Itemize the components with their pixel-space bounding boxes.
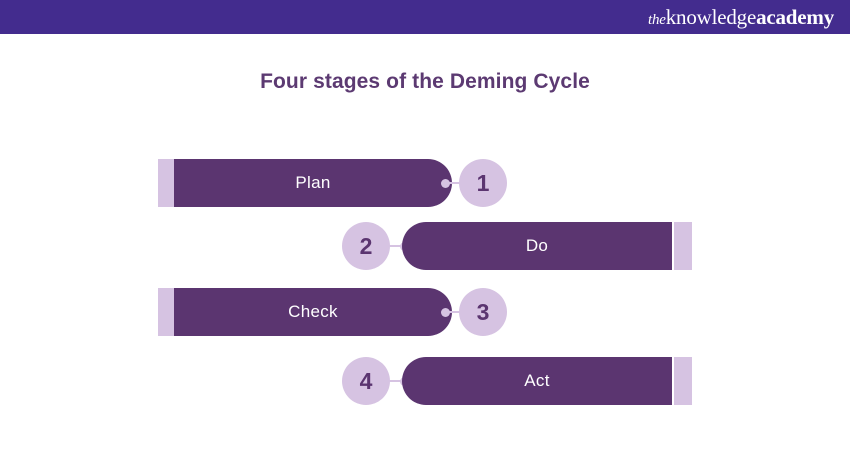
stage-connector-plan xyxy=(449,182,461,184)
stage-dot-plan xyxy=(441,179,450,188)
stage-cap-check xyxy=(158,288,176,336)
header-bar: theknowledgeacademy xyxy=(0,0,850,34)
logo-academy-text: academy xyxy=(756,4,834,29)
stage-number-text-3: 3 xyxy=(476,298,490,325)
stage-cap-act xyxy=(674,357,692,405)
stage-number-circle-4[interactable]: 4 xyxy=(342,357,390,405)
stage-bar-check[interactable]: Check xyxy=(174,288,452,336)
stage-dot-check xyxy=(441,308,450,317)
stage-label-do: Do xyxy=(525,236,549,255)
stage-bar-do[interactable]: Do xyxy=(402,222,672,270)
stage-row-check: Check 3 xyxy=(0,288,850,336)
stage-number-text-1: 1 xyxy=(476,169,490,196)
stage-number-circle-2[interactable]: 2 xyxy=(342,222,390,270)
stage-number-text-4: 4 xyxy=(359,367,373,394)
stage-row-act: 4 Act xyxy=(0,357,850,405)
stage-bar-plan[interactable]: Plan xyxy=(174,159,452,207)
stage-cap-do xyxy=(674,222,692,270)
stage-bar-act[interactable]: Act xyxy=(402,357,672,405)
theknowledgeacademy-logo: theknowledgeacademy xyxy=(648,4,834,29)
stage-connector-do xyxy=(389,245,402,247)
stage-connector-act xyxy=(389,380,402,382)
page-title: Four stages of the Deming Cycle xyxy=(260,70,590,93)
stage-cap-plan xyxy=(158,159,176,207)
logo-knowledge-text: knowledge xyxy=(665,4,757,29)
logo-the-text: the xyxy=(648,11,666,28)
stage-label-plan: Plan xyxy=(295,173,331,192)
stage-number-circle-3[interactable]: 3 xyxy=(459,288,507,336)
stage-label-check: Check xyxy=(288,302,338,321)
stage-number-circle-1[interactable]: 1 xyxy=(459,159,507,207)
stage-number-text-2: 2 xyxy=(359,232,373,259)
stage-connector-check xyxy=(449,311,461,313)
stage-row-do: 2 Do xyxy=(0,222,850,270)
stage-label-act: Act xyxy=(524,371,550,390)
stage-row-plan: Plan 1 xyxy=(0,159,850,207)
